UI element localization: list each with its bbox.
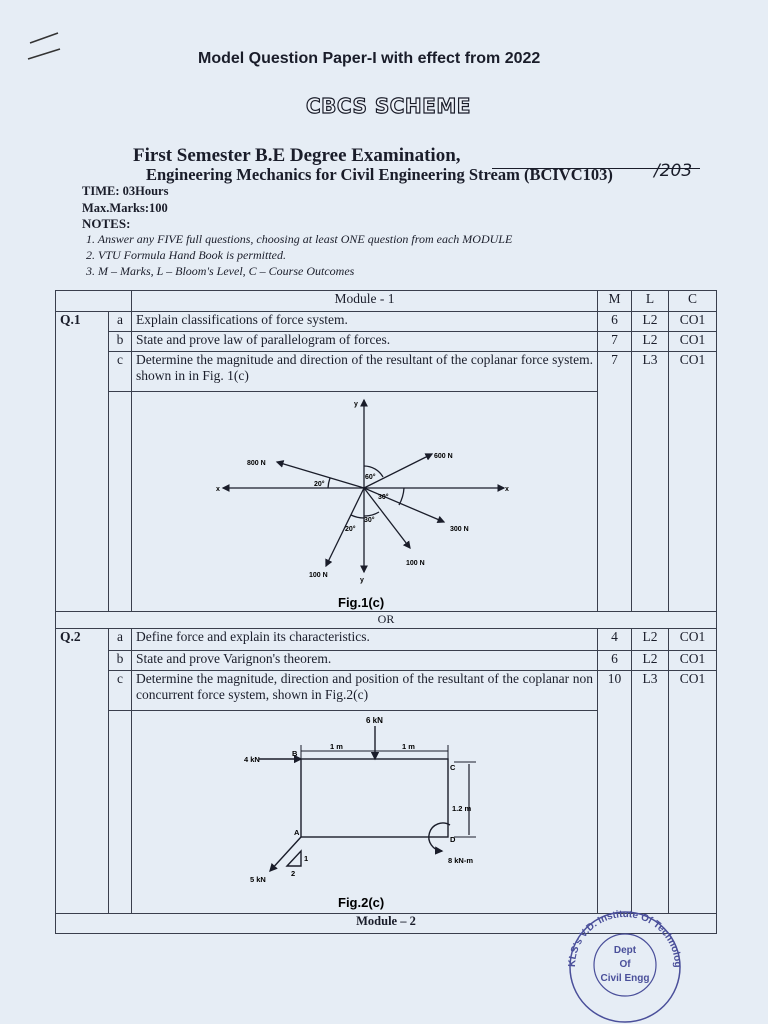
- svg-text:x: x: [505, 486, 509, 493]
- svg-text:C: C: [450, 763, 456, 772]
- svg-text:A: A: [294, 828, 300, 837]
- table-row: c Determine the magnitude, direction and…: [56, 670, 717, 914]
- force-300n: [363, 487, 446, 524]
- svg-text:Of: Of: [619, 959, 631, 970]
- department-stamp: KLS's V.D. Institute Of Technology Dept …: [545, 905, 683, 1023]
- force-100n-a: [363, 487, 411, 550]
- question-number: Q.2: [55, 628, 109, 914]
- module-1-heading: Module - 1: [131, 290, 598, 312]
- question-table: Module - 1 M L C Q.1 a Explain classific…: [55, 290, 717, 934]
- svg-text:1.2 m: 1.2 m: [452, 804, 472, 813]
- table-row: b State and prove law of parallelogram o…: [56, 331, 717, 352]
- col-c: C: [668, 290, 717, 312]
- svg-text:20°: 20°: [345, 525, 356, 533]
- svg-text:Civil Engg: Civil Engg: [601, 973, 650, 984]
- svg-text:x: x: [216, 486, 220, 493]
- svg-text:2: 2: [291, 869, 295, 878]
- question-text: State and prove Varignon's theorem.: [131, 650, 598, 671]
- handwritten-code: /203: [654, 161, 693, 181]
- or-divider: OR: [55, 611, 717, 629]
- exam-title: First Semester B.E Degree Examination,: [133, 145, 461, 166]
- svg-text:300 N: 300 N: [450, 526, 469, 533]
- svg-text:600 N: 600 N: [434, 453, 453, 460]
- svg-text:y: y: [354, 401, 358, 408]
- svg-text:30°: 30°: [364, 516, 375, 524]
- max-marks: Max.Marks:100: [82, 201, 168, 215]
- figure-2c: 6 kN 4 kN 5 kN 8 kN-m A B C D 1 m 1 m 1.…: [244, 716, 476, 910]
- note-3: 3. M – Marks, L – Bloom's Level, C – Cou…: [86, 264, 355, 278]
- svg-text:1: 1: [304, 854, 308, 863]
- table-row: c Determine the magnitude and direction …: [56, 351, 717, 612]
- question-text: Explain classifications of force system.: [131, 311, 598, 332]
- svg-text:60°: 60°: [365, 473, 376, 481]
- svg-text:8 kN-m: 8 kN-m: [448, 856, 473, 865]
- notes-label: NOTES:: [82, 216, 131, 231]
- paper-title: Model Question Paper-I with effect from …: [198, 50, 541, 67]
- question-number: Q.1: [55, 311, 109, 612]
- figure-caption: Fig.2(c): [338, 895, 384, 910]
- force-100n-b: [325, 487, 365, 568]
- figure-1c-cell: x x y y 600 N 800 N 300 N 100 N 100 N 60…: [131, 391, 598, 612]
- svg-text:D: D: [450, 835, 456, 844]
- svg-text:800 N: 800 N: [247, 460, 266, 467]
- force-800n: [275, 460, 365, 489]
- figure-caption: Fig.1(c): [338, 595, 384, 610]
- time: TIME: 03Hours: [82, 184, 169, 198]
- question-text: Determine the magnitude and direction of…: [131, 351, 598, 392]
- col-m: M: [597, 290, 632, 312]
- scheme-stamp: CBCS SCHEME: [305, 93, 471, 118]
- svg-text:Dept: Dept: [614, 945, 637, 956]
- col-l: L: [631, 290, 669, 312]
- load-6kn-label: 6 kN: [366, 716, 383, 725]
- course-title: Engineering Mechanics for Civil Engineer…: [146, 165, 613, 184]
- table-row: Q.2 a Define force and explain its chara…: [55, 628, 717, 914]
- table-row: Q.1 a Explain classifications of force s…: [55, 311, 717, 612]
- svg-text:B: B: [292, 749, 298, 758]
- load-5kn: [269, 836, 302, 873]
- svg-text:1 m: 1 m: [402, 742, 415, 751]
- svg-text:100 N: 100 N: [406, 560, 425, 567]
- handwritten-mark: [27, 32, 61, 60]
- svg-text:100 N: 100 N: [309, 572, 328, 579]
- force-600n: [363, 453, 434, 489]
- blank-line: [492, 168, 700, 169]
- note-1: 1. Answer any FIVE full questions, choos…: [86, 232, 513, 246]
- svg-text:4 kN: 4 kN: [244, 755, 260, 764]
- table-row: b State and prove Varignon's theorem. 6 …: [56, 650, 717, 671]
- moment-8knm: [428, 822, 451, 855]
- svg-text:5 kN: 5 kN: [250, 875, 266, 884]
- question-text: State and prove law of parallelogram of …: [131, 331, 598, 352]
- question-text: Define force and explain its characteris…: [131, 628, 598, 651]
- svg-text:y: y: [360, 577, 364, 584]
- question-text: Determine the magnitude, direction and p…: [131, 670, 598, 711]
- svg-text:20°: 20°: [314, 480, 325, 488]
- svg-text:30°: 30°: [378, 493, 389, 501]
- rectangle-frame: [300, 758, 449, 838]
- svg-text:1 m: 1 m: [330, 742, 343, 751]
- note-2: 2. VTU Formula Hand Book is permitted.: [86, 248, 286, 262]
- figure-2c-cell: 6 kN 4 kN 5 kN 8 kN-m A B C D 1 m 1 m 1.…: [131, 710, 598, 914]
- figure-1c: x x y y 600 N 800 N 300 N 100 N 100 N 60…: [216, 398, 509, 610]
- module-2-heading: Module – 2: [55, 913, 717, 934]
